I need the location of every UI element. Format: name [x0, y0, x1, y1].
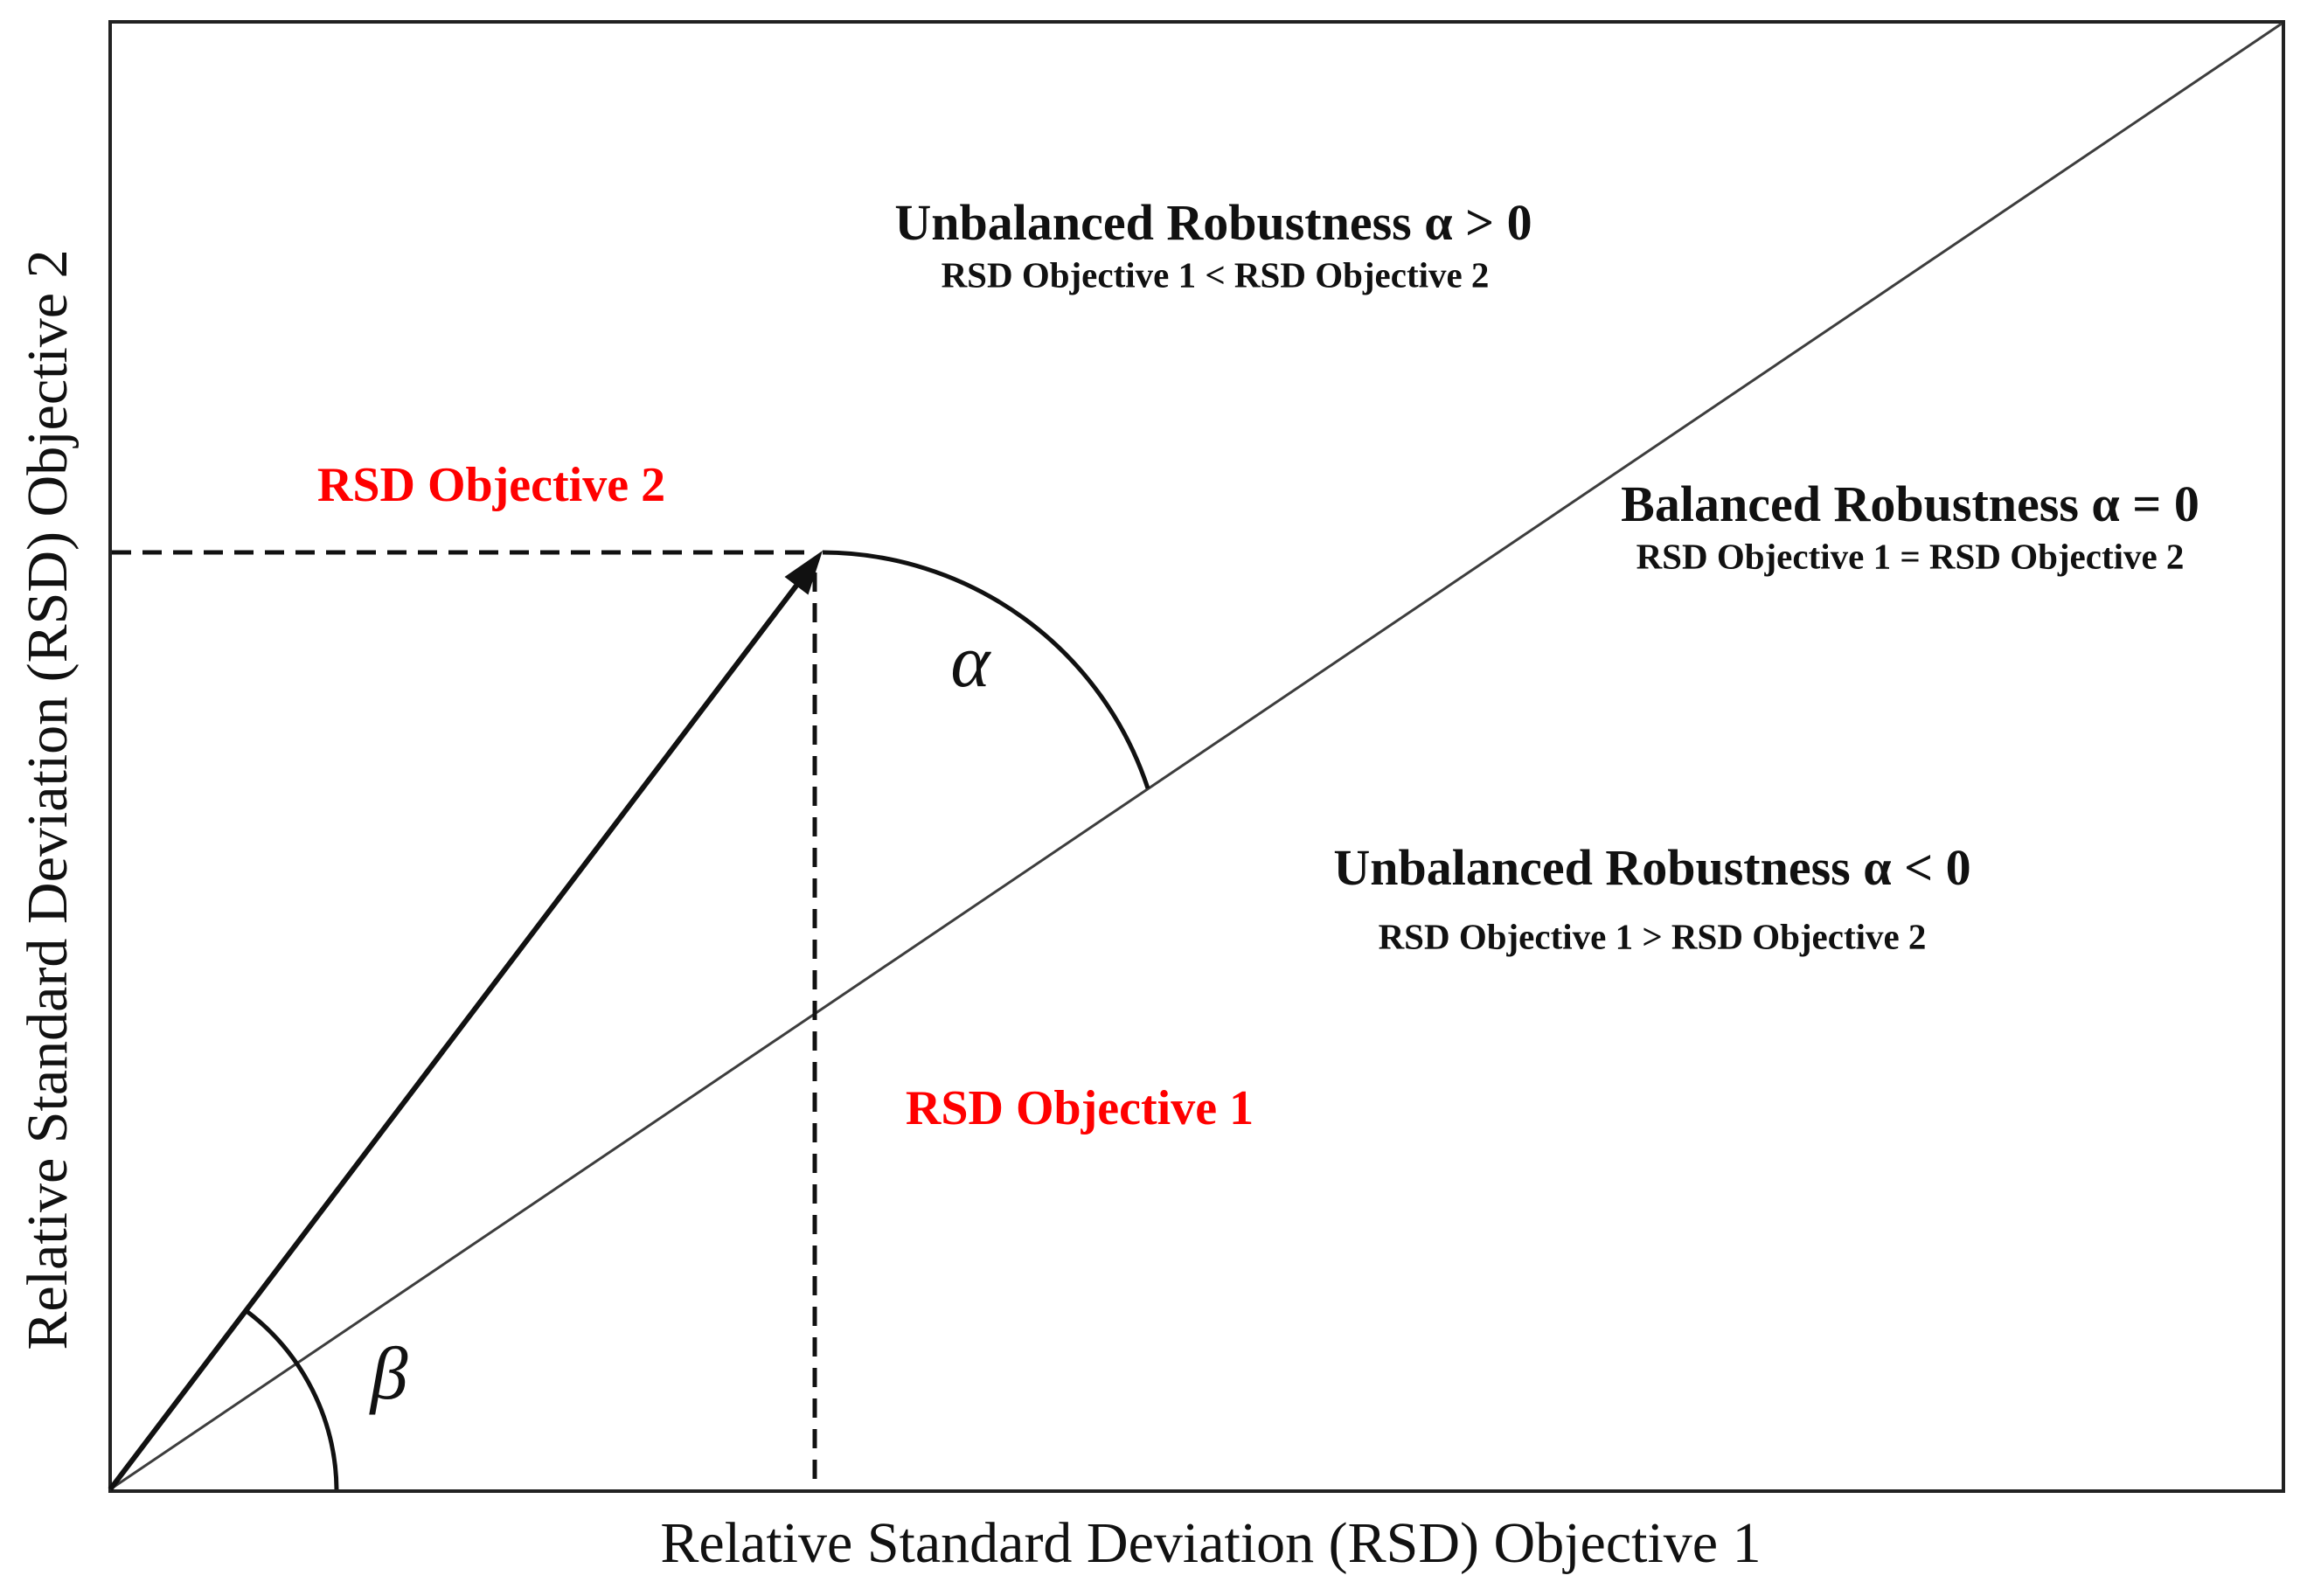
plot-frame: [108, 20, 2285, 1493]
x-axis-label: Relative Standard Deviation (RSD) Object…: [660, 1511, 1762, 1575]
rsd-objective-2-callout: RSD Objective 2: [316, 458, 666, 512]
beta-angle-arc: [245, 1309, 339, 1490]
region-upper-subtitle: RSD Objective 1 < RSD Objective 2: [941, 254, 1490, 295]
region-lower-title: Unbalanced Robustness α < 0: [1333, 839, 1971, 896]
y-axis-label: Relative Standard Deviation (RSD) Object…: [16, 249, 80, 1350]
region-balanced-title: Balanced Robustness α = 0: [1621, 475, 2199, 532]
region-lower-subtitle: RSD Objective 1 > RSD Objective 2: [1378, 916, 1927, 957]
region-balanced-subtitle: RSD Objective 1 = RSD Objective 2: [1636, 536, 2185, 577]
alpha-angle-arc: [822, 550, 1150, 789]
beta-angle-label: β: [370, 1331, 408, 1415]
diagonal-line: [109, 22, 2283, 1491]
alpha-angle-label: α: [950, 619, 990, 703]
region-upper-title: Unbalanced Robustness α > 0: [894, 194, 1532, 251]
rsd-vector-arrowhead: [784, 551, 823, 595]
rsd-objective-1-callout: RSD Objective 1: [905, 1081, 1254, 1135]
rsd-vector-shaft: [108, 580, 802, 1491]
